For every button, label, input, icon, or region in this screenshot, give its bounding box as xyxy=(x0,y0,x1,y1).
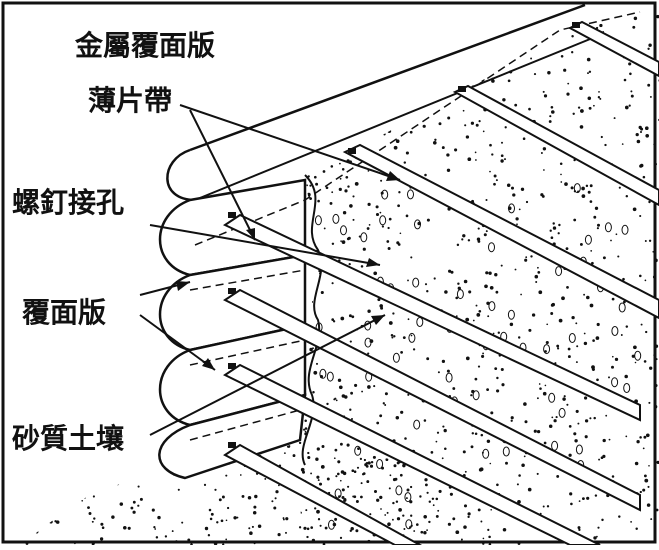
strip-top-2 xyxy=(455,86,659,205)
facing-panel-label: 覆面版 xyxy=(21,296,106,329)
strip-4 xyxy=(225,445,420,545)
bolt-hole-label: 螺釘接孔 xyxy=(12,186,124,219)
title-label: 金屬覆面版 xyxy=(74,29,215,62)
soil-label: 砂質土壤 xyxy=(12,422,125,455)
strip-label: 薄片帶 xyxy=(88,84,172,117)
strip-top-3 xyxy=(570,22,659,76)
